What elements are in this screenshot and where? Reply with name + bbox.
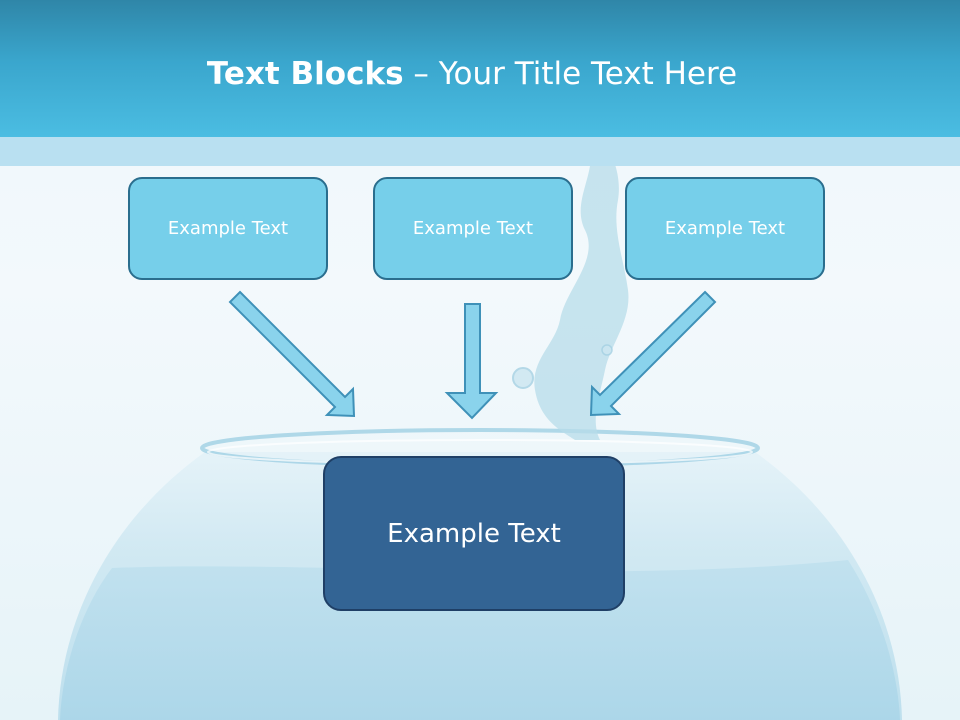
text-block-2[interactable]: Example Text	[373, 177, 573, 280]
text-block-2-label: Example Text	[412, 218, 534, 239]
center-text-block[interactable]: Example Text	[323, 456, 625, 611]
slide-title-bold: Text Blocks	[206, 56, 404, 92]
arrow-center-down	[444, 303, 499, 420]
arrow-right-diagonal	[589, 290, 717, 417]
slide-title-dash: –	[403, 56, 439, 92]
title-bar	[0, 0, 960, 137]
text-block-3[interactable]: Example Text	[625, 177, 825, 280]
arrow-left-diagonal	[228, 290, 356, 418]
slide-title-rest: Your Title Text Here	[438, 56, 738, 92]
slide-title: Text Blocks – Your Title Text Here	[0, 52, 944, 96]
title-bar-stripe	[0, 137, 960, 166]
center-text-block-label: Example Text	[387, 518, 561, 549]
text-block-1[interactable]: Example Text	[128, 177, 328, 280]
text-block-1-label: Example Text	[167, 218, 289, 239]
text-block-3-label: Example Text	[664, 218, 786, 239]
